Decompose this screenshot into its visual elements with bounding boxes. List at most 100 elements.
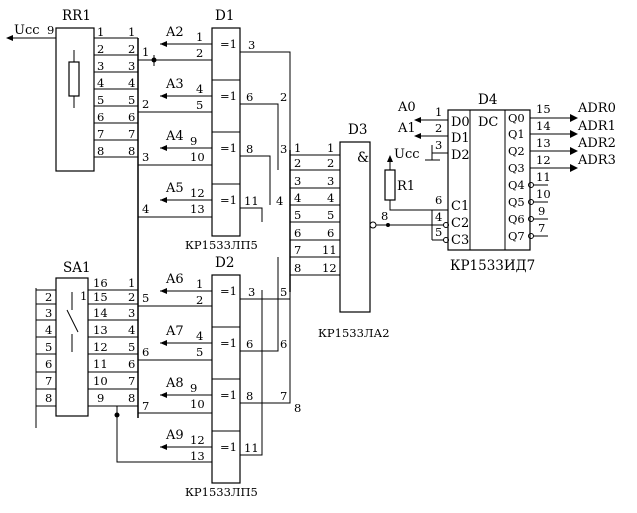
svg-text:5: 5 xyxy=(196,345,203,359)
svg-text:12: 12 xyxy=(93,340,108,354)
adr0-label: ADR0 xyxy=(577,101,616,116)
svg-text:D1: D1 xyxy=(451,131,470,146)
svg-text:2: 2 xyxy=(435,121,442,135)
svg-text:A9: A9 xyxy=(165,428,184,443)
svg-text:A3: A3 xyxy=(165,77,184,92)
svg-text:4: 4 xyxy=(128,323,135,337)
svg-text:1: 1 xyxy=(196,30,203,44)
svg-text:4: 4 xyxy=(294,191,301,205)
svg-text:A7: A7 xyxy=(165,324,184,339)
svg-text:1: 1 xyxy=(327,141,334,155)
svg-text:4: 4 xyxy=(45,323,52,337)
svg-text:6: 6 xyxy=(294,226,301,240)
svg-text:6: 6 xyxy=(246,337,253,351)
svg-text:A8: A8 xyxy=(165,376,184,391)
switch-icon xyxy=(66,309,79,333)
sa1-label: SA1 xyxy=(63,260,91,276)
r1-resistor: Ucc R1 xyxy=(384,147,432,211)
svg-text:8: 8 xyxy=(45,391,52,405)
adr2-label: ADR2 xyxy=(577,136,616,151)
svg-text:8: 8 xyxy=(128,391,135,405)
svg-text:3: 3 xyxy=(248,285,255,299)
svg-text:=1: =1 xyxy=(220,37,237,51)
svg-text:15: 15 xyxy=(536,102,551,116)
svg-text:5: 5 xyxy=(128,340,135,354)
svg-text:1: 1 xyxy=(435,105,442,119)
svg-text:10: 10 xyxy=(93,374,108,388)
svg-text:4: 4 xyxy=(196,82,203,96)
svg-text:2: 2 xyxy=(196,46,203,60)
svg-text:7: 7 xyxy=(128,127,135,141)
svg-text:7: 7 xyxy=(142,399,149,413)
svg-text:3: 3 xyxy=(128,59,135,73)
svg-text:Q4: Q4 xyxy=(508,178,525,192)
svg-text:5: 5 xyxy=(196,98,203,112)
svg-text:2: 2 xyxy=(294,156,301,170)
svg-text:13: 13 xyxy=(190,202,205,216)
svg-text:=1: =1 xyxy=(220,193,237,207)
svg-text:8: 8 xyxy=(294,261,301,275)
svg-text:Q0: Q0 xyxy=(508,111,525,125)
svg-text:=1: =1 xyxy=(220,388,237,402)
svg-text:=1: =1 xyxy=(220,284,237,298)
d3-label: D3 xyxy=(348,122,367,138)
svg-text:6: 6 xyxy=(45,357,52,371)
ucc-arrow-icon xyxy=(6,35,13,41)
svg-text:11: 11 xyxy=(322,243,337,257)
svg-text:5: 5 xyxy=(294,208,301,222)
svg-text:8: 8 xyxy=(381,209,388,223)
svg-text:6: 6 xyxy=(246,90,253,104)
svg-text:=1: =1 xyxy=(220,141,237,155)
d3-chip: D3 & 8 КР1533ЛА2 xyxy=(318,122,432,340)
svg-text:DC: DC xyxy=(478,115,498,130)
svg-text:15: 15 xyxy=(93,290,108,304)
inverter-bubble-icon xyxy=(369,221,377,229)
svg-text:11: 11 xyxy=(244,441,259,455)
svg-text:3: 3 xyxy=(327,174,334,188)
sa1-switch-block: SA1 1 2 3 4 5 6 7 8 xyxy=(35,260,212,463)
svg-text:5: 5 xyxy=(327,208,334,222)
svg-text:Q7: Q7 xyxy=(508,229,525,243)
d4-body xyxy=(447,109,531,251)
svg-text:12: 12 xyxy=(322,261,337,275)
svg-text:A4: A4 xyxy=(165,129,184,144)
svg-text:A6: A6 xyxy=(165,272,184,287)
svg-text:C2: C2 xyxy=(451,216,469,231)
svg-text:8: 8 xyxy=(246,389,253,403)
adr2-arrow-icon xyxy=(570,147,578,155)
svg-text:4: 4 xyxy=(435,210,442,224)
svg-text:7: 7 xyxy=(280,389,287,403)
svg-text:R1: R1 xyxy=(397,179,415,194)
svg-text:A1: A1 xyxy=(397,121,416,136)
rr1-resistor-symbol xyxy=(68,61,80,97)
svg-text:5: 5 xyxy=(142,291,149,305)
rr1-label: RR1 xyxy=(62,8,91,24)
svg-text:7: 7 xyxy=(97,127,104,141)
ucc-arrow-icon xyxy=(387,155,393,162)
r1-body xyxy=(384,169,396,201)
svg-text:14: 14 xyxy=(93,306,108,320)
svg-text:11: 11 xyxy=(93,357,108,371)
svg-text:Q5: Q5 xyxy=(508,195,525,209)
svg-text:8: 8 xyxy=(97,144,104,158)
d1-label: D1 xyxy=(215,8,234,24)
svg-text:Q3: Q3 xyxy=(508,161,525,175)
rr1-ucc-label: Ucc xyxy=(14,23,40,38)
svg-text:8: 8 xyxy=(128,144,135,158)
svg-text:Q6: Q6 xyxy=(508,212,525,226)
svg-text:Q1: Q1 xyxy=(508,127,525,141)
svg-text:3: 3 xyxy=(280,142,287,156)
svg-text:4: 4 xyxy=(97,76,104,90)
svg-text:8: 8 xyxy=(246,142,253,156)
svg-text:2: 2 xyxy=(128,42,135,56)
rr1-body xyxy=(55,27,95,172)
svg-text:&: & xyxy=(357,150,369,166)
svg-text:C3: C3 xyxy=(451,233,469,248)
svg-text:3: 3 xyxy=(128,306,135,320)
svg-text:7: 7 xyxy=(45,374,52,388)
d1-type-label: КР1533ЛП5 xyxy=(185,238,258,252)
d2-label: D2 xyxy=(215,255,234,271)
svg-text:16: 16 xyxy=(93,276,108,290)
